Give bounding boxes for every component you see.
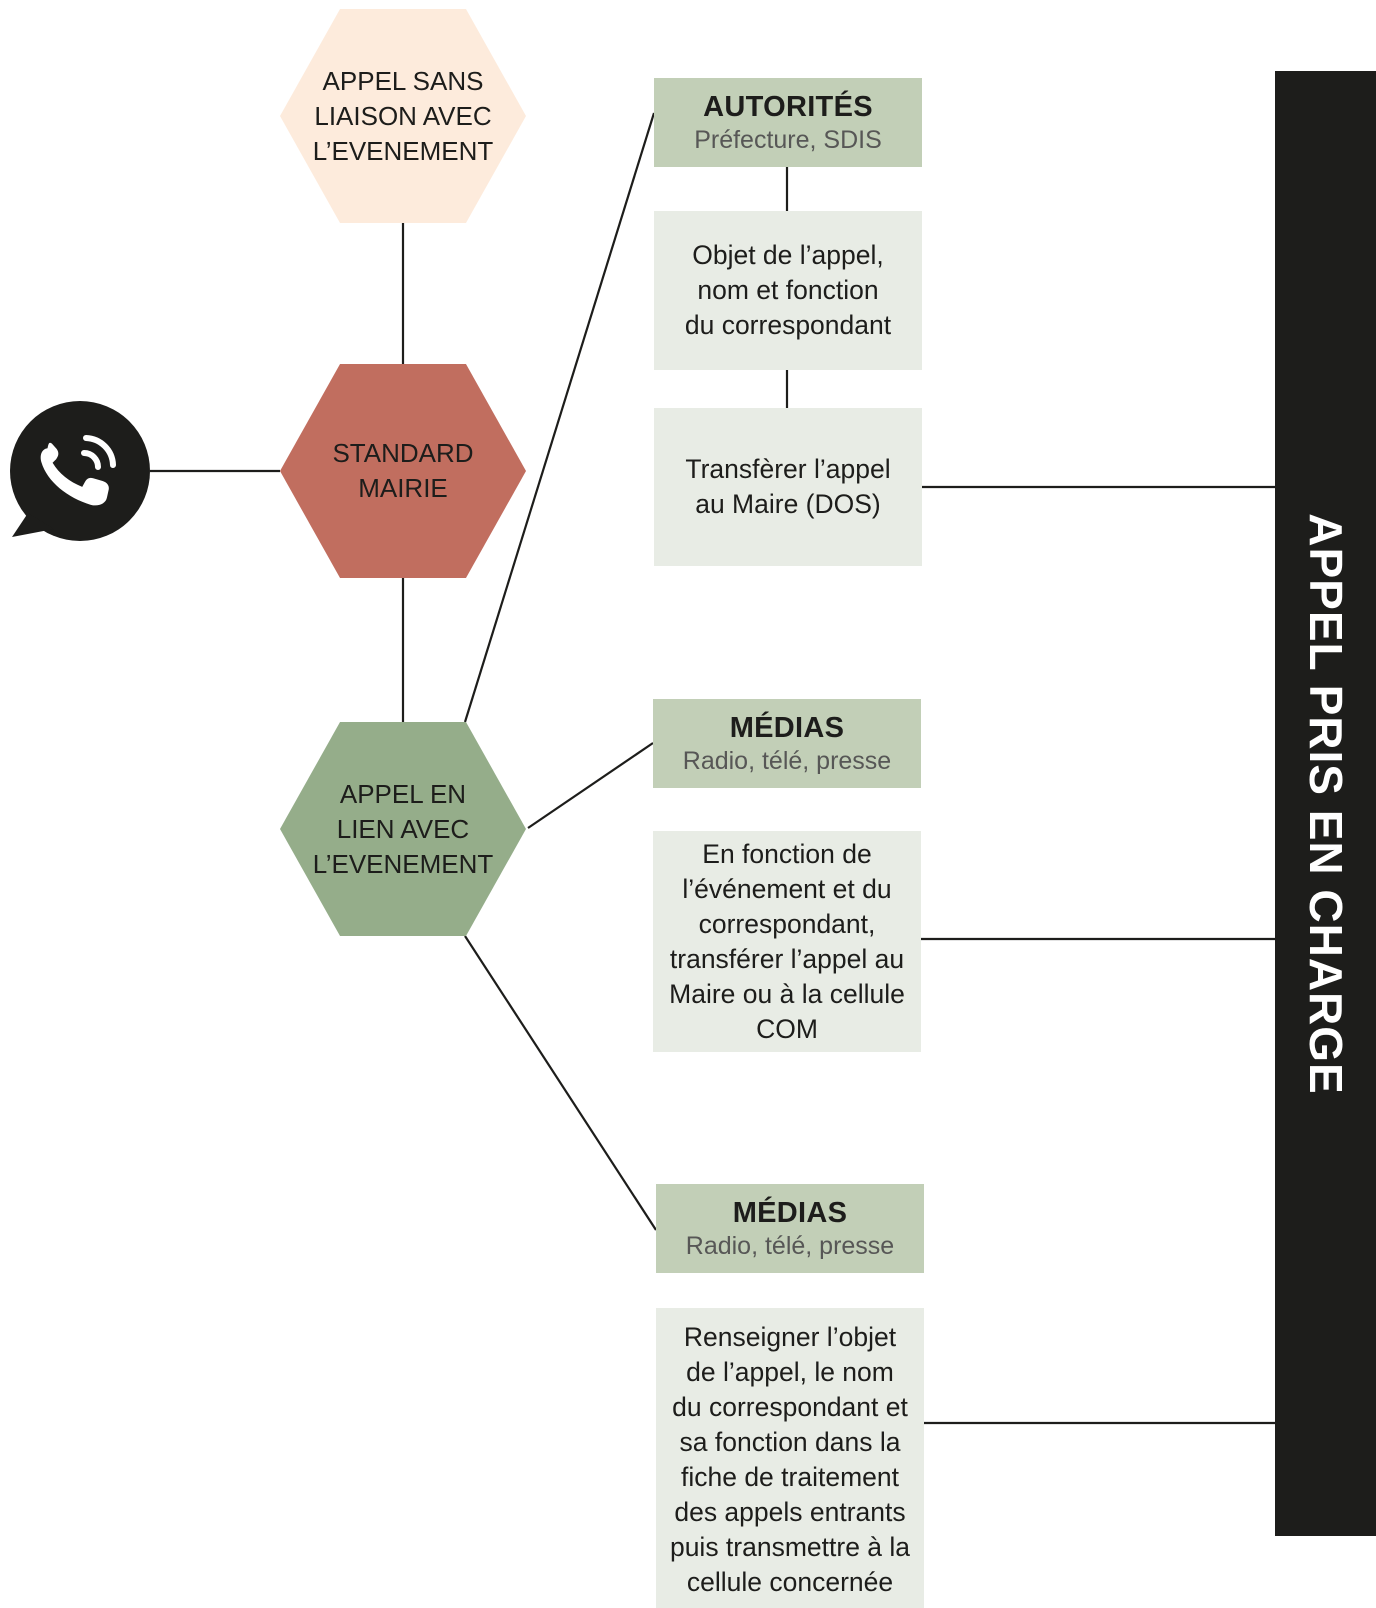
appel-pris-en-charge-banner: APPEL PRIS EN CHARGE: [1275, 71, 1376, 1536]
phone-speech-bubble-icon: [8, 401, 152, 543]
phone-handset-icon: [40, 442, 109, 506]
renseigner-objet-box: Renseigner l’objet de l’appel, le nom du…: [656, 1308, 924, 1608]
medias-header-box-2: MÉDIAS Radio, télé, presse: [656, 1184, 924, 1273]
autorites-title: AUTORITÉS: [703, 90, 873, 123]
autorites-header-box: AUTORITÉS Préfecture, SDIS: [654, 78, 922, 167]
speech-bubble-shape: [10, 401, 150, 541]
call-waves-icon: [81, 435, 116, 470]
hexagon-appel-sans-liaison-label: APPEL SANS LIAISON AVEC L’EVENEMENT: [312, 65, 494, 166]
transferer-maire-box: Transfèrer l’appel au Maire (DOS): [654, 408, 922, 566]
banner-label: APPEL PRIS EN CHARGE: [1299, 512, 1352, 1095]
hexagon-appel-sans-liaison: APPEL SANS LIAISON AVEC L’EVENEMENT: [280, 9, 526, 223]
medias-subtitle-1: Radio, télé, presse: [682, 746, 892, 775]
medias-header-box-1: MÉDIAS Radio, télé, presse: [653, 699, 921, 788]
connector-lien-to-medias-2: [464, 935, 657, 1231]
connector-lien-to-autorites: [463, 112, 656, 723]
medias-title-1: MÉDIAS: [729, 711, 845, 744]
medias-title-2: MÉDIAS: [732, 1196, 848, 1229]
objet-appel-box: Objet de l’appel, nom et fonction du cor…: [654, 211, 922, 370]
connector-lien-to-medias-1: [527, 742, 654, 829]
hexagon-standard-mairie: STANDARD MAIRIE: [280, 364, 526, 578]
fonction-evenement-box: En fonction de l’événement et du corresp…: [653, 831, 921, 1052]
autorites-subtitle: Préfecture, SDIS: [694, 125, 882, 154]
hexagon-appel-en-lien: APPEL EN LIEN AVEC L’EVENEMENT: [280, 722, 526, 936]
hexagon-appel-en-lien-label: APPEL EN LIEN AVEC L’EVENEMENT: [312, 778, 494, 879]
hexagon-standard-mairie-label: STANDARD MAIRIE: [332, 438, 474, 503]
medias-subtitle-2: Radio, télé, presse: [685, 1231, 895, 1260]
